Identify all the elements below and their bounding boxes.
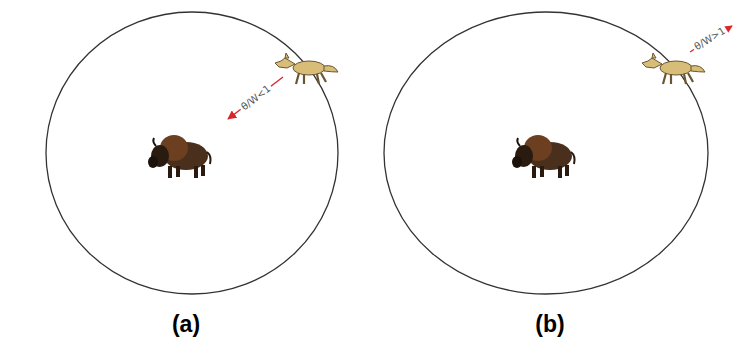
panel-a <box>46 12 338 294</box>
panel-label: (a) <box>172 311 200 338</box>
panel-b <box>384 12 732 294</box>
ratio-label: θ/W>1 <box>691 24 730 54</box>
ratio-label: θ/W<1 <box>237 82 274 115</box>
panel-label: (b) <box>535 311 564 338</box>
